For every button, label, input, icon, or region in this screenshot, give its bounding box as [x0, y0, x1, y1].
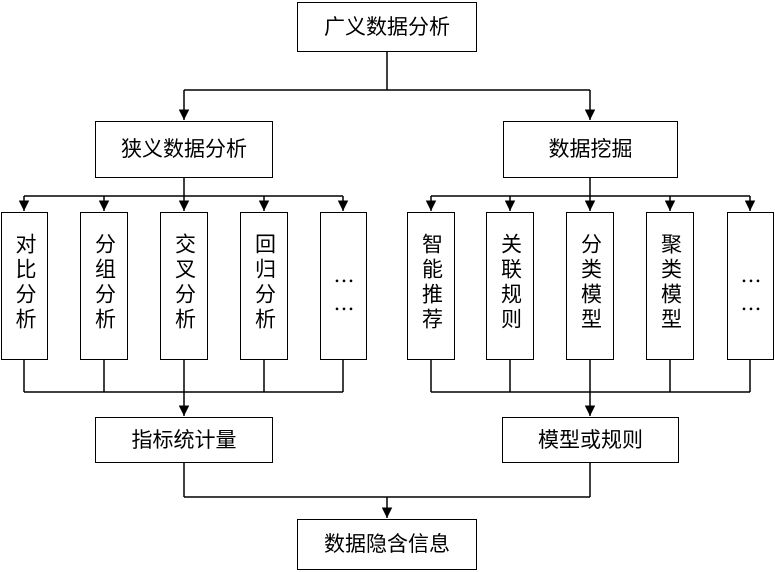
root-node-label: 广义数据分析	[324, 14, 450, 39]
leaf-node-left-2: 分组分析	[80, 212, 128, 360]
hidden-information-node: 数据隐含信息	[297, 519, 477, 570]
leaf-label: ……	[739, 263, 763, 319]
root-node: 广义数据分析	[297, 2, 477, 52]
leaf-label: 分类模型	[578, 233, 603, 333]
narrow-analysis-label: 狭义数据分析	[121, 137, 247, 161]
leaf-node-right-1: 智能推荐	[407, 212, 455, 360]
leaf-label: 智能推荐	[419, 233, 444, 333]
leaf-node-right-3: 分类模型	[566, 212, 614, 360]
leaf-node-right-2: 关联规则	[486, 212, 534, 360]
data-mining-node: 数据挖掘	[503, 121, 678, 178]
leaf-node-right-4: 聚类模型	[646, 212, 694, 360]
leaf-node-left-4: 回归分析	[240, 212, 288, 360]
leaf-node-right-5: ……	[727, 212, 774, 360]
leaf-node-left-5: ……	[320, 212, 367, 360]
model-or-rule-node: 模型或规则	[502, 417, 679, 463]
model-or-rule-label: 模型或规则	[538, 427, 643, 452]
metric-statistics-label: 指标统计量	[131, 427, 237, 452]
leaf-node-left-1: 对比分析	[1, 212, 48, 360]
data-mining-label: 数据挖掘	[548, 137, 633, 161]
leaf-label: 分组分析	[92, 233, 117, 333]
leaf-node-left-3: 交叉分析	[160, 212, 208, 360]
metric-statistics-node: 指标统计量	[95, 417, 273, 463]
leaf-label: 回归分析	[252, 233, 277, 333]
leaf-label: 对比分析	[13, 233, 37, 333]
narrow-analysis-node: 狭义数据分析	[95, 121, 273, 178]
hidden-information-label: 数据隐含信息	[324, 532, 450, 556]
leaf-label: 关联规则	[498, 233, 523, 333]
leaf-label: ……	[332, 263, 356, 319]
leaf-label: 交叉分析	[172, 233, 197, 333]
leaf-label: 聚类模型	[658, 233, 683, 333]
